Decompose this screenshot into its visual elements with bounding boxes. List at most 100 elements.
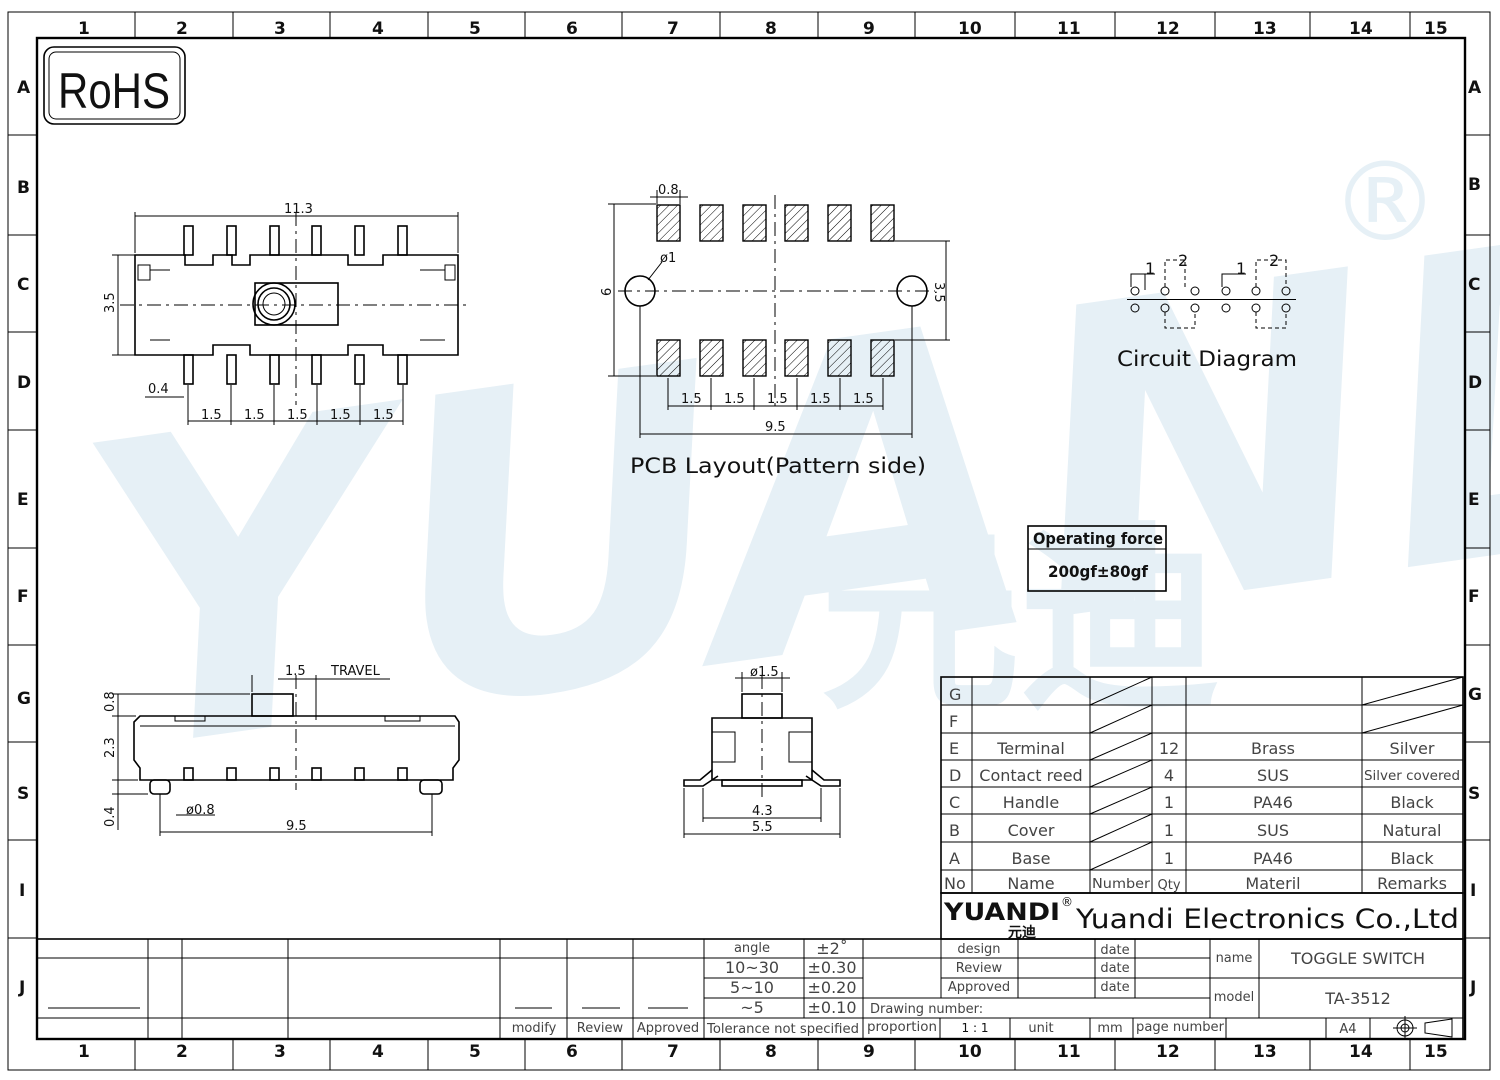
dim-pitch: 1.5 — [810, 392, 831, 407]
bom-name: Contact reed — [979, 766, 1082, 785]
bom-letter: C — [949, 793, 960, 812]
bom-remarks: Black — [1390, 793, 1434, 812]
col-label: 3 — [274, 1042, 286, 1062]
row-label: C — [17, 275, 29, 295]
dim-knob-dia: ø1.5 — [750, 665, 779, 680]
watermark-registered: ® — [1330, 138, 1440, 266]
col-label: 2 — [176, 19, 188, 39]
dim-pitch: 1.5 — [853, 392, 874, 407]
dim-pin-width: 0.4 — [148, 382, 169, 397]
unit-value: mm — [1097, 1021, 1122, 1036]
pcb-layout: 0.8 ø1 6 3.5 1.5 1.5 1.5 1.5 1.5 9.5 PCB… — [600, 183, 950, 478]
end-view: ø1.5 4.3 5.5 — [683, 665, 841, 838]
pcb-layout-caption: PCB Layout(Pattern side) — [630, 454, 926, 478]
dim-span: 6 — [600, 288, 615, 296]
dim-outer-width: 5.5 — [752, 820, 773, 835]
col-label: 11 — [1057, 1042, 1081, 1062]
col-label: 14 — [1349, 19, 1373, 39]
tol-range: ~5 — [740, 998, 764, 1017]
col-label: 15 — [1424, 1042, 1448, 1062]
dim-inner-width: 4.3 — [752, 804, 773, 819]
operating-force-box: Operating force 200gf±80gf — [1027, 525, 1167, 592]
circuit-label: 2 — [1269, 251, 1279, 270]
operating-force-value: 200gf±80gf — [1048, 562, 1149, 581]
col-label: 12 — [1156, 1042, 1180, 1062]
travel-label: TRAVEL — [330, 664, 381, 679]
company-block: YUANDI 元迪 ® Yuandi Electronics Co.,Ltd — [940, 892, 1464, 941]
row-label: E — [1468, 490, 1480, 510]
row-label: S — [1468, 784, 1480, 804]
outer-border — [7, 11, 1491, 1071]
bom-letter: D — [949, 766, 961, 785]
tol-range: angle — [734, 941, 770, 956]
col-label: 10 — [958, 1042, 982, 1062]
signoff-date: date — [1100, 961, 1129, 976]
col-label: 13 — [1253, 19, 1277, 39]
part-name: TOGGLE SWITCH — [1290, 949, 1425, 968]
signoff-design: design — [957, 942, 1000, 957]
bom-header-material: Materil — [1245, 874, 1300, 893]
col-label: 6 — [566, 19, 578, 39]
rev-modify: modify — [512, 1021, 557, 1036]
bom-material: PA46 — [1253, 849, 1293, 868]
dim-overall-width: 11.3 — [284, 202, 313, 217]
row-label: J — [18, 978, 25, 998]
bom-table: G F E D C B A Terminal Contact reed Hand… — [940, 676, 1464, 894]
col-label: 12 — [1156, 19, 1180, 39]
col-label: 1 — [78, 1042, 90, 1062]
col-label: 8 — [765, 1042, 777, 1062]
title-block: modify Review Approved angle 10~30 5~10 … — [36, 938, 1464, 1040]
col-label: 5 — [469, 1042, 481, 1062]
column-labels-bottom: 1 2 3 4 5 6 7 8 9 10 11 12 13 14 15 — [78, 1042, 1448, 1062]
bom-name: Handle — [1003, 793, 1059, 812]
row-label: A — [17, 78, 31, 98]
bom-header-qty: Qty — [1157, 878, 1180, 893]
bom-header-remarks: Remarks — [1377, 874, 1447, 893]
dim-pitch: 1.5 — [373, 408, 394, 423]
bom-name: Base — [1012, 849, 1051, 868]
company-logo: YUANDI — [943, 898, 1060, 926]
bom-material: Brass — [1251, 739, 1295, 758]
page-number-label: page number — [1136, 1020, 1225, 1035]
row-label: F — [1468, 587, 1480, 607]
col-label: 10 — [958, 19, 982, 39]
tol-range: 10~30 — [725, 958, 779, 977]
rev-review: Review — [577, 1021, 624, 1036]
part-name-label: name — [1216, 951, 1253, 966]
unit-label: unit — [1028, 1021, 1053, 1036]
dim-pitch: 1.5 — [244, 408, 265, 423]
col-label: 5 — [469, 19, 481, 39]
bom-name: Cover — [1008, 821, 1055, 840]
row-label: C — [1468, 275, 1480, 295]
col-label: 6 — [566, 1042, 578, 1062]
company-name: Yuandi Electronics Co.,Ltd — [1075, 904, 1459, 935]
tol-value: ±2˚ — [816, 939, 848, 958]
col-label: 8 — [765, 19, 777, 39]
dim-pitch: 1.5 — [201, 408, 222, 423]
row-label: D — [17, 373, 31, 393]
row-label: F — [17, 587, 29, 607]
col-label: 7 — [667, 1042, 679, 1062]
bom-material: SUS — [1257, 821, 1289, 840]
dim-pad-width: 0.8 — [658, 183, 679, 198]
bom-remarks: Silver covered — [1364, 769, 1460, 784]
bom-header-number: Number — [1092, 877, 1151, 892]
registered-mark: ® — [1061, 895, 1073, 909]
sheet-size: A4 — [1339, 1022, 1356, 1037]
row-label: D — [1468, 373, 1482, 393]
col-label: 9 — [863, 19, 875, 39]
scale-value: 1 : 1 — [962, 1021, 989, 1035]
dim-hole-spacing: 9.5 — [765, 420, 786, 435]
col-label: 13 — [1253, 1042, 1277, 1062]
rev-approved: Approved — [637, 1021, 699, 1036]
drawing-number-label: Drawing number: — [870, 1002, 983, 1017]
dim-pitch: 1.5 — [681, 392, 702, 407]
row-label: I — [1470, 881, 1476, 901]
col-label: 1 — [78, 19, 90, 39]
col-label: 3 — [274, 19, 286, 39]
col-label: 7 — [667, 19, 679, 39]
tol-range: 5~10 — [730, 978, 774, 997]
dim-hole-dia: ø1 — [660, 251, 676, 266]
